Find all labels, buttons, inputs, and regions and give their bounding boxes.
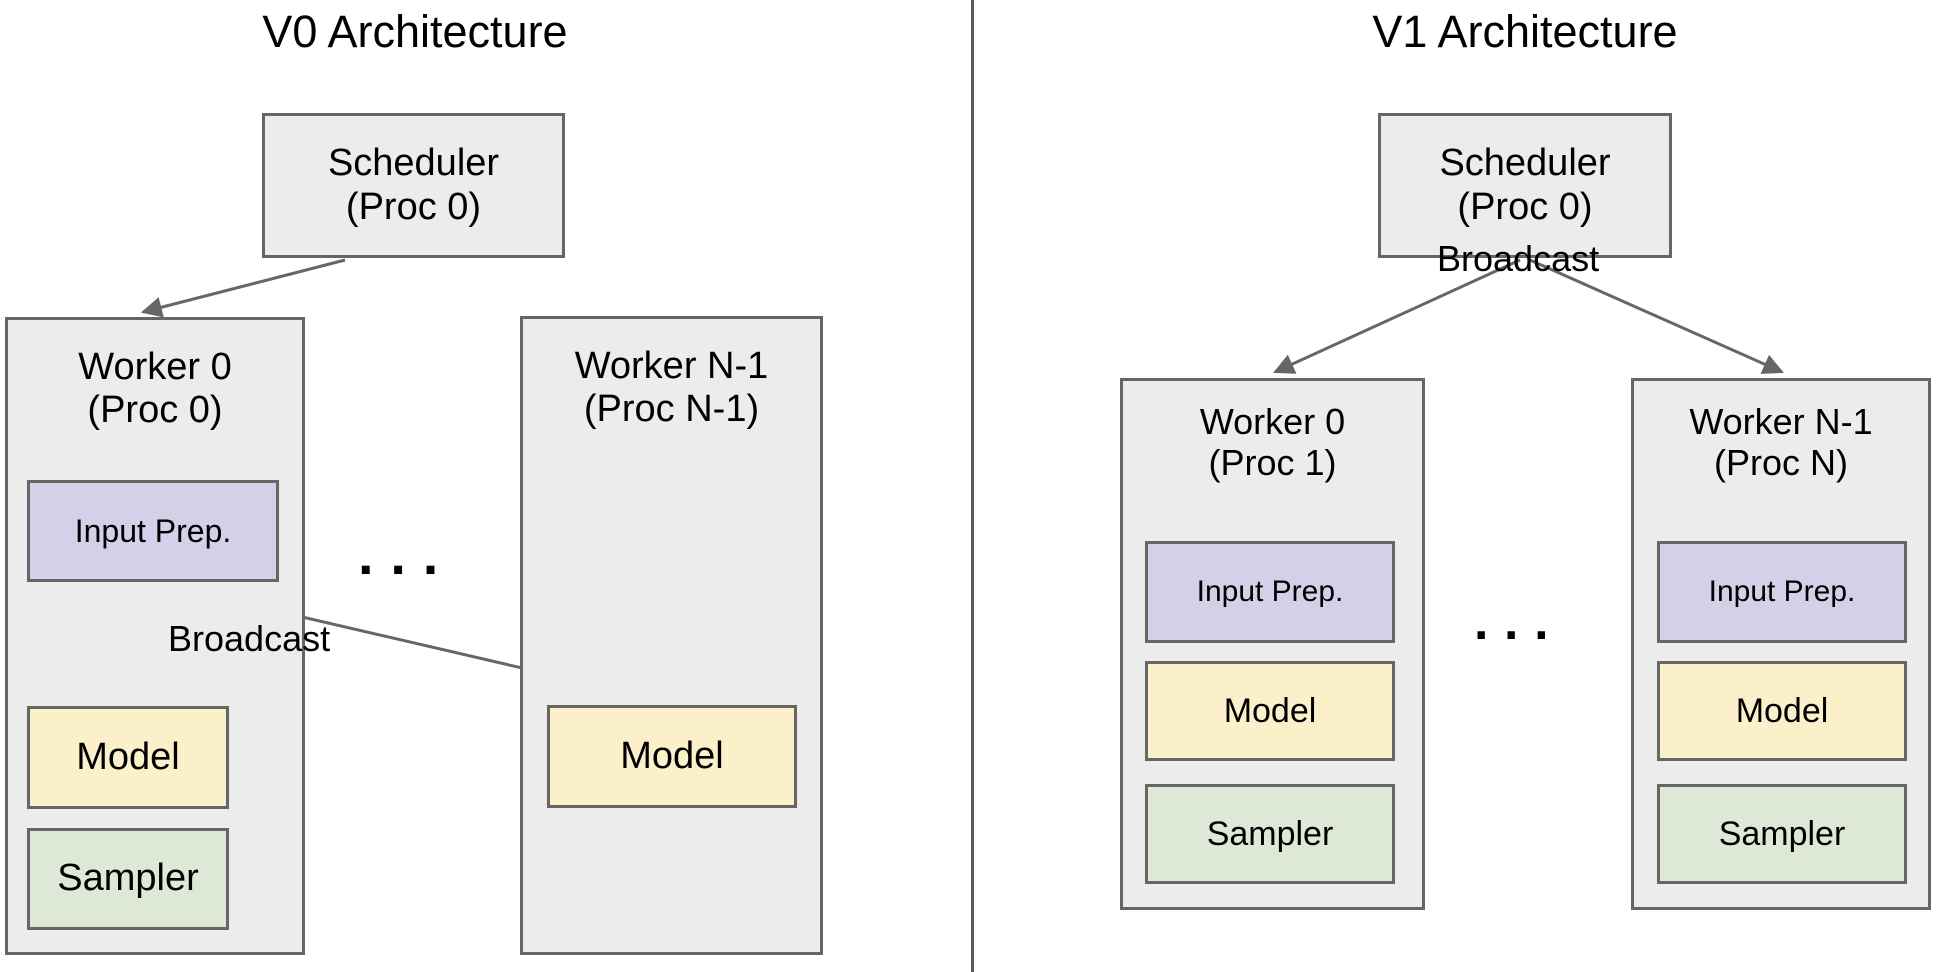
v1-worker0-input-prep-label: Input Prep. — [1196, 574, 1344, 608]
arrow-v0-scheduler-to-worker0 — [140, 258, 346, 318]
v1-worker0-label-line1: Worker 0 — [1199, 401, 1346, 442]
v1-scheduler-label-line1: Scheduler — [1439, 142, 1611, 185]
v1-workerN-input-prep-box[interactable]: Input Prep. — [1657, 541, 1907, 643]
v1-workerN-model-label: Model — [1735, 691, 1829, 730]
v1-workerN-model-box[interactable]: Model — [1657, 661, 1907, 761]
v0-worker0-model-label: Model — [76, 735, 180, 778]
v0-workerN-label: Worker N-1 (Proc N-1) — [523, 345, 820, 432]
v0-worker0-label-line1: Worker 0 — [78, 346, 232, 388]
v1-worker0-label: Worker 0 (Proc 1) — [1123, 401, 1422, 483]
v1-workerN-label-line2: (Proc N) — [1714, 442, 1848, 484]
v1-workerN-label: Worker N-1 (Proc N) — [1634, 401, 1928, 483]
v1-worker0-sampler-box[interactable]: Sampler — [1145, 784, 1395, 884]
v0-workerN-label-line1: Worker N-1 — [574, 345, 769, 387]
v1-worker0-model-box[interactable]: Model — [1145, 661, 1395, 761]
v0-workerN-box[interactable]: Worker N-1 (Proc N-1) — [520, 316, 823, 955]
v0-workerN-model-box[interactable]: Model — [547, 705, 797, 808]
v1-scheduler-label-line2: (Proc 0) — [1457, 185, 1593, 228]
v0-worker0-input-prep-box[interactable]: Input Prep. — [27, 480, 279, 582]
v1-scheduler-box[interactable]: Scheduler (Proc 0) — [1378, 113, 1672, 258]
v1-workerN-label-line1: Worker N-1 — [1689, 401, 1873, 442]
v0-worker0-model-box[interactable]: Model — [27, 706, 229, 809]
v1-worker0-model-label: Model — [1223, 691, 1317, 730]
v0-worker0-input-prep-label: Input Prep. — [74, 512, 232, 549]
v0-worker0-sampler-label: Sampler — [57, 857, 199, 900]
v1-worker0-input-prep-box[interactable]: Input Prep. — [1145, 541, 1395, 643]
v1-workerN-sampler-label: Sampler — [1718, 814, 1846, 853]
v0-workerN-model-label: Model — [620, 734, 724, 777]
v0-scheduler-label-line2: (Proc 0) — [345, 185, 482, 228]
v1-workerN-sampler-box[interactable]: Sampler — [1657, 784, 1907, 884]
v0-workerN-label-line2: (Proc N-1) — [583, 388, 760, 431]
v0-broadcast-label: Broadcast — [168, 618, 331, 659]
v1-workerN-input-prep-label: Input Prep. — [1708, 574, 1856, 608]
v1-broadcast-label: Broadcast — [1437, 238, 1600, 279]
v0-scheduler-label-line1: Scheduler — [327, 142, 500, 185]
v1-panel-title: V1 Architecture — [1372, 6, 1678, 57]
v0-worker0-label: Worker 0 (Proc 0) — [8, 346, 302, 433]
v1-worker0-label-line2: (Proc 1) — [1208, 442, 1337, 484]
panel-divider — [971, 0, 974, 972]
v0-ellipsis: ... — [358, 523, 456, 586]
v0-panel-title: V0 Architecture — [262, 6, 568, 57]
v1-ellipsis: ... — [1474, 593, 1565, 651]
v0-worker0-label-line2: (Proc 0) — [87, 389, 223, 432]
v0-scheduler-box[interactable]: Scheduler (Proc 0) — [262, 113, 565, 258]
v1-worker0-sampler-label: Sampler — [1206, 814, 1334, 853]
v0-worker0-sampler-box[interactable]: Sampler — [27, 828, 229, 930]
